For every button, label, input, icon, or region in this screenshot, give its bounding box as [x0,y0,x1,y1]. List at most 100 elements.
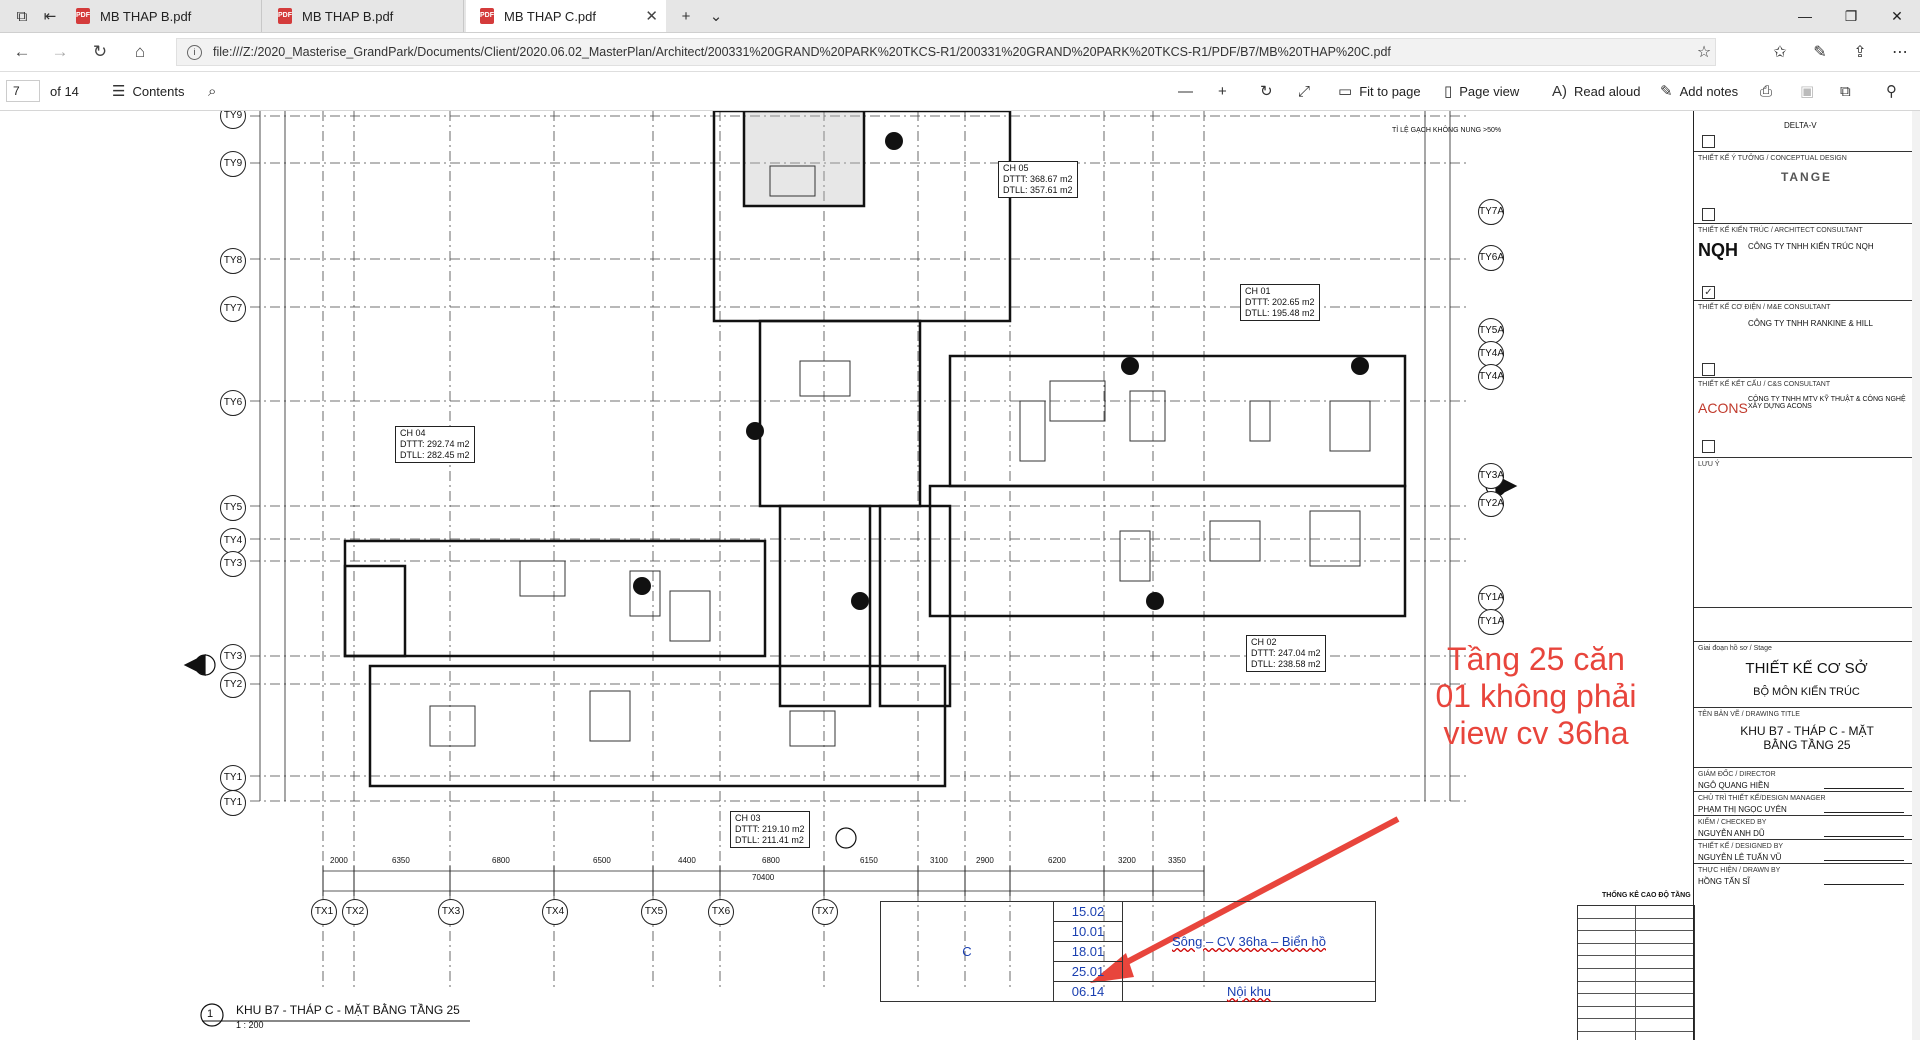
pdf-toolbar: 7 of 14 ☰Contents ⌕ — + ↻ ⤢ ▭Fit to page… [0,72,1920,111]
manager-row: CHỦ TRÌ THIẾT KẾ/DESIGN MANAGER PHẠM THỊ… [1694,791,1919,816]
revision-section [1694,607,1919,642]
stage-name: THIẾT KẾ CƠ SỞ [1745,660,1868,677]
contents-button[interactable]: ☰Contents [112,83,185,100]
vertical-scrollbar[interactable] [1912,111,1920,1040]
role-label: THIẾT KẾ / DESIGNED BY [1698,843,1784,850]
dim-label: 6800 [762,856,780,865]
dim-label: 3100 [930,856,948,865]
fit-to-page-button[interactable]: ▭Fit to page [1338,83,1421,100]
grid-label-row: TY6A [1478,245,1504,271]
tab-list-chevron-icon[interactable]: ⌄ [709,8,723,25]
print-icon[interactable]: ⎙ [1760,82,1773,100]
unit-cell: 06.14 [1053,981,1123,1002]
section-label: THIẾT KẾ KIẾN TRÚC / ARCHITECT CONSULTAN… [1698,227,1863,234]
grid-label-col: TX5 [641,899,667,925]
tab-title: MB THAP B.pdf [100,8,192,24]
grid-label-row: TY1A [1478,585,1504,611]
cs-section: THIẾT KẾ KẾT CẤU / C&S CONSULTANT ACONS … [1694,377,1919,458]
refresh-icon[interactable]: ↻ [92,42,108,61]
role-label: CHỦ TRÌ THIẾT KẾ/DESIGN MANAGER [1698,795,1826,802]
tab-aside-icon[interactable]: ⇤ [43,8,57,25]
drawing-title-section: TÊN BẢN VẼ / DRAWING TITLE KHU B7 - THÁP… [1694,707,1919,768]
restore-icon[interactable]: ❐ [1844,7,1858,24]
more-icon[interactable]: ⋯ [1892,44,1908,61]
tab-mb-thap-b-1[interactable]: PDF MB THAP B.pdf [62,0,262,32]
dim-label: 6350 [392,856,410,865]
grid-label-col: TX7 [812,899,838,925]
section-label: Giai đoạn hồ sơ / Stage [1698,645,1772,652]
signature [1824,866,1904,885]
dim-label: 3200 [1118,856,1136,865]
page-number-input[interactable]: 7 [6,80,40,102]
pin-toolbar-icon[interactable]: ⚲ [1886,83,1897,100]
unit-cell: 25.01 [1053,961,1123,982]
section-label: LƯU Ý [1698,461,1720,468]
acons-logo: ACONS [1698,400,1748,416]
save-as-icon[interactable]: ⧉ [1840,82,1851,100]
dim-label: 2900 [976,856,994,865]
grid-label-row: TY4A [1478,341,1504,367]
checked-row: KIỂM / CHECKED BY NGUYỄN ANH DŨ [1694,815,1919,840]
home-icon[interactable]: ⌂ [134,42,146,61]
checkbox-delta[interactable] [1702,135,1715,148]
zoom-out-icon[interactable]: — [1178,82,1193,100]
page-view-button[interactable]: ▯Page view [1444,83,1520,100]
grid-label-row: TY7 [220,296,246,322]
info-icon[interactable]: i [187,45,202,60]
fullscreen-icon[interactable]: ⤢ [1298,82,1311,100]
checkbox-me[interactable] [1702,363,1715,376]
dept-name: BỘ MÔN KIẾN TRÚC [1753,686,1860,698]
new-tab-icon[interactable]: + [681,7,691,25]
person-name: PHẠM THỊ NGỌC UYÊN [1698,805,1787,814]
pen-icon[interactable]: ✎ [1813,44,1827,61]
pdf-icon: PDF [278,8,292,24]
drawing-sheet: TY9 TY9 TY8 TY7 TY6 TY5 TY4 TY3 TY3 TY2 … [30,111,1919,1040]
rotate-icon[interactable]: ↻ [1260,83,1273,100]
review-annotation: Tầng 25 căn 01 không phải view cv 36ha [1435,641,1637,751]
zoom-in-icon[interactable]: + [1218,82,1227,100]
add-notes-button[interactable]: ✎Add notes [1660,83,1739,100]
share-icon[interactable]: ⇪ [1853,44,1867,61]
read-aloud-button[interactable]: A)Read aloud [1552,82,1641,100]
designed-row: THIẾT KẾ / DESIGNED BY NGUYỄN LÊ TUẤN VŨ [1694,839,1919,864]
unit-cell: 15.02 [1053,901,1123,922]
section-label: THIẾT KẾ KẾT CẤU / C&S CONSULTANT [1698,381,1831,388]
grid-label-row: TY1A [1478,609,1504,635]
tab-actions-icon[interactable]: ⧉ [16,7,28,25]
tab-mb-thap-b-2[interactable]: PDF MB THAP B.pdf [264,0,464,32]
grid-label-row: TY2 [220,672,246,698]
checkbox-architect[interactable]: ✓ [1702,286,1715,299]
address-input[interactable]: i file:///Z:/2020_Masterise_GrandPark/Do… [176,38,1716,66]
signature [1824,842,1904,861]
favorites-icon[interactable]: ✩ [1773,44,1787,61]
checkbox-concept[interactable] [1702,208,1715,221]
save-icon[interactable]: ▣ [1800,83,1815,100]
tab-title: MB THAP B.pdf [302,8,394,24]
minimize-icon[interactable]: — [1798,8,1812,24]
address-bar-row: ← → ↻ ⌂ i file:///Z:/2020_Masterise_Gran… [0,33,1920,72]
grid-label-row: TY7A [1478,199,1504,225]
drawn-row: THỰC HIỆN / DRAWN BY HỒNG TẤN SĨ [1694,863,1919,888]
unit-cell: 18.01 [1053,941,1123,962]
person-name: NGUYỄN LÊ TUẤN VŨ [1698,853,1782,862]
close-tab-icon[interactable]: ✕ [645,8,658,25]
close-window-icon[interactable]: ✕ [1891,7,1903,24]
acons-name: CÔNG TY TNHH MTV KỸ THUẬT & CÔNG NGHỆ XÂ… [1748,396,1906,410]
search-icon[interactable]: ⌕ [208,82,217,100]
dim-label: 6150 [860,856,878,865]
notes-pen-icon: ✎ [1660,83,1673,100]
tab-mb-thap-c[interactable]: PDF MB THAP C.pdf ✕ [466,0,666,32]
rh-name: CÔNG TY TNHH RANKINE & HILL [1748,319,1873,328]
favorite-star-icon[interactable]: ☆ [1696,44,1712,61]
pdf-viewer[interactable]: TY9 TY9 TY8 TY7 TY6 TY5 TY4 TY3 TY3 TY2 … [0,111,1920,1040]
forward-icon[interactable]: → [51,42,69,61]
role-label: THỰC HIỆN / DRAWN BY [1698,867,1781,874]
stage-section: Giai đoạn hồ sơ / Stage THIẾT KẾ CƠ SỞ B… [1694,641,1919,708]
checkbox-cs[interactable] [1702,440,1715,453]
pdf-icon: PDF [480,8,494,24]
back-icon[interactable]: ← [13,42,31,61]
grid-label-col: TX6 [708,899,734,925]
brick-note: TỈ LỆ GẠCH KHÔNG NUNG >50% [1392,127,1502,134]
